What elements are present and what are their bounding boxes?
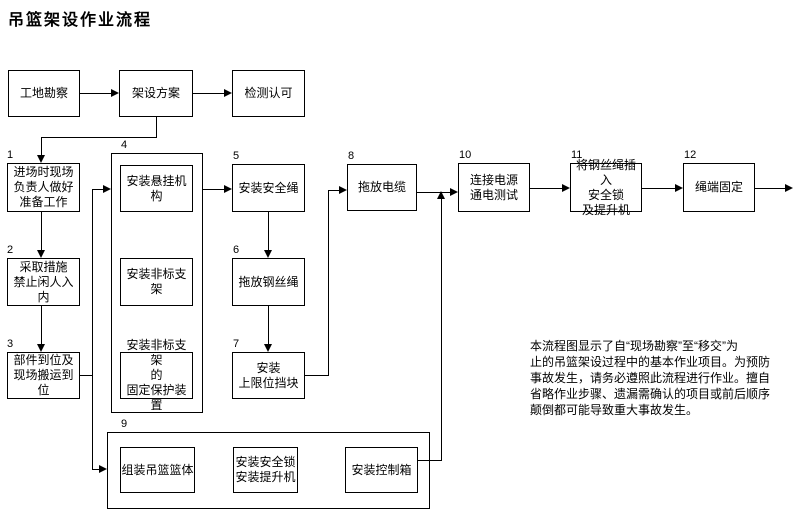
edge-plan-inspect-line <box>193 93 224 94</box>
node-step3-parts-in-place: 部件到位及 现场搬运到位 <box>7 352 80 399</box>
edge-group9-up-line <box>441 199 442 460</box>
edge-step11-step12-arrow <box>675 184 683 192</box>
edge-group9-elbow-line <box>418 460 442 461</box>
node-step2-no-entry: 采取措施 禁止闲人入内 <box>7 258 80 306</box>
edge-survey-plan-arrow <box>111 89 119 97</box>
edge-step5-step6-arrow <box>264 250 272 258</box>
node-inspection-approval: 检测认可 <box>232 70 305 117</box>
edge-step1-step2-arrow <box>37 250 45 258</box>
edge-step2-step3-arrow <box>37 344 45 352</box>
edge-trunk-vertical-line <box>92 189 93 470</box>
note-text: 本流程图显示了自“现场勘察”至“移交”为 止的吊篮架设过程中的基本作业项目。为预… <box>530 339 771 417</box>
edge-plan-down-line <box>156 117 157 138</box>
edge-step7-step8-arrow <box>339 186 347 194</box>
node-lay-cable: 拖放电缆 <box>347 164 417 211</box>
node-install-suspension-mechanism: 安装悬挂机构 <box>120 165 193 212</box>
node-step1-preparation: 进场时现场 负责人做好 准备工作 <box>7 163 80 212</box>
step-number-11: 11 <box>571 149 583 161</box>
node-assemble-basket-body: 组装吊篮篮体 <box>120 447 195 493</box>
node-fix-rope-end: 绳端固定 <box>683 163 755 212</box>
step-number-10: 10 <box>459 149 472 161</box>
node-connect-power-test: 连接电源 通电测试 <box>458 163 530 212</box>
step-number-5: 5 <box>233 150 240 162</box>
edge-step1-step2-line <box>41 212 42 250</box>
edge-survey-plan-line <box>80 93 111 94</box>
edge-plan-step1-arrow <box>37 155 45 163</box>
node-install-nonstandard-bracket: 安装非标支架 <box>120 258 193 306</box>
edge-step8-step10-arrow <box>450 188 458 196</box>
edge-plan-inspect-arrow <box>224 89 232 97</box>
edge-step10-step11-line <box>530 188 562 189</box>
step-number-3: 3 <box>7 338 14 350</box>
edge-step6-step7-arrow <box>264 344 272 352</box>
step-number-7: 7 <box>233 338 240 350</box>
node-site-survey: 工地勘察 <box>8 70 80 117</box>
edge-step10-step11-arrow <box>562 184 570 192</box>
step-number-8: 8 <box>348 150 355 162</box>
edge-step7-step8-line <box>328 190 339 191</box>
edge-step3-trunk-line <box>80 375 93 376</box>
step-number-12: 12 <box>684 149 697 161</box>
edge-step6-step7-line <box>268 306 269 344</box>
edge-step11-step12-line <box>642 188 675 189</box>
step-number-4: 4 <box>121 139 128 151</box>
edge-step7-up-line <box>328 190 329 376</box>
node-erection-plan: 架设方案 <box>119 70 193 117</box>
edge-plan-step1-line <box>41 137 42 155</box>
edge-step12-out-line <box>755 188 785 189</box>
edge-plan-elbow-line <box>41 137 157 138</box>
page-title: 吊篮架设作业流程 <box>8 12 153 29</box>
node-lay-wire-rope: 拖放钢丝绳 <box>232 258 305 306</box>
edge-group4-step5-arrow <box>224 185 232 193</box>
edge-step12-out-arrow <box>785 184 793 192</box>
node-install-safety-lock-hoist: 安装安全锁 安装提升机 <box>233 447 298 493</box>
step-number-1: 1 <box>7 149 14 161</box>
node-install-bracket-protection: 安装非标支架 的 固定保护装置 <box>120 338 193 412</box>
node-install-safety-rope: 安装安全绳 <box>232 164 305 212</box>
node-install-upper-limit-stop: 安装 上限位挡块 <box>232 352 305 399</box>
edge-trunk-group4-line <box>92 189 103 190</box>
step-number-9: 9 <box>121 418 128 430</box>
edge-trunk-group9-line <box>92 469 99 470</box>
step-number-2: 2 <box>7 244 14 256</box>
edge-group9-junction-arrow <box>437 191 445 199</box>
edge-trunk-group9-arrow <box>99 465 107 473</box>
step-number-6: 6 <box>233 244 240 256</box>
edge-step5-step6-line <box>268 212 269 250</box>
edge-step7-elbow-line <box>305 375 329 376</box>
node-install-control-box: 安装控制箱 <box>345 447 418 493</box>
edge-step8-step10-line <box>417 192 450 193</box>
edge-trunk-group4-arrow <box>103 185 111 193</box>
edge-group4-step5-line <box>203 189 224 190</box>
node-insert-wire-rope: 将钢丝绳插入 安全锁 及提升机 <box>570 158 642 217</box>
edge-step2-step3-line <box>41 306 42 344</box>
